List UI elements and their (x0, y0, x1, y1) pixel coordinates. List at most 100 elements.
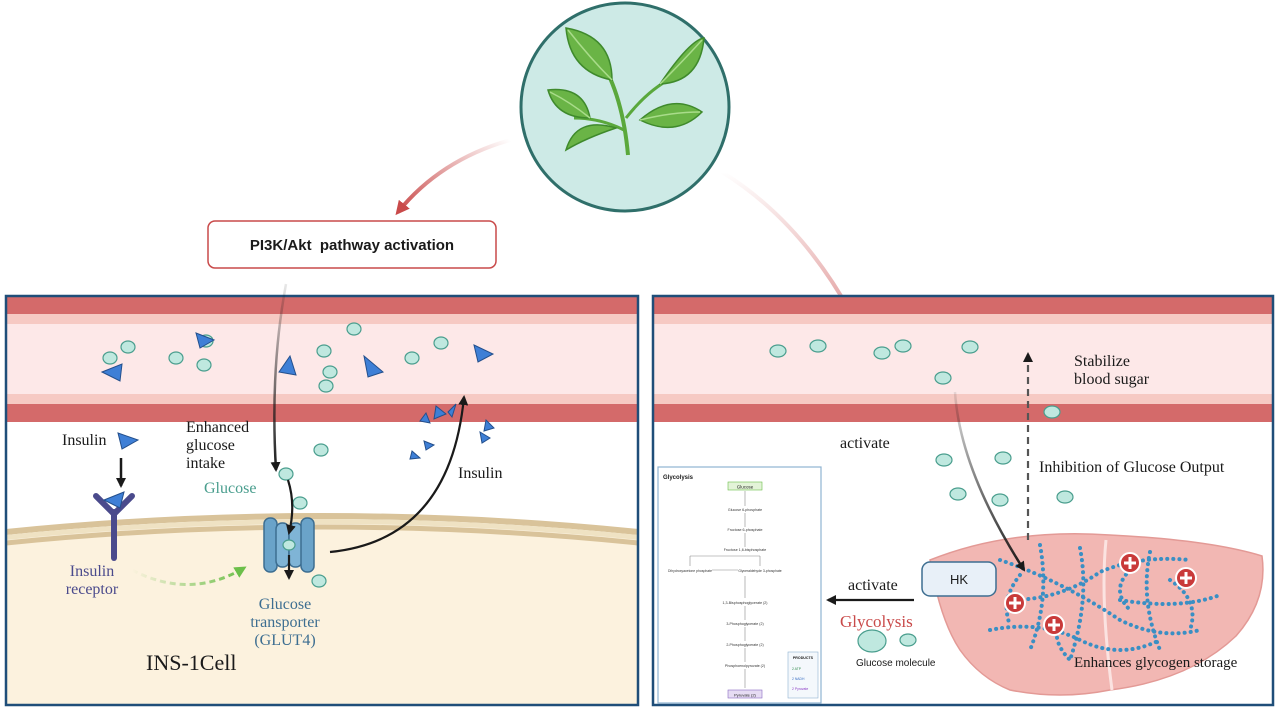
tea-leaf-badge (519, 1, 731, 213)
insulin-molecule (473, 344, 495, 363)
insulin-molecule (278, 354, 297, 376)
insulin-molecule (433, 405, 447, 420)
glucose-molecule (873, 346, 891, 360)
inset-title: Glycolysis (663, 475, 694, 481)
insulin-molecule (100, 363, 123, 382)
glucose-molecule (168, 351, 184, 365)
glucose-molecule (935, 453, 953, 467)
glucose-molecule (316, 344, 332, 358)
inset-end: Pyruvate (2) (734, 693, 756, 698)
pathway-box: PI3K/Akt pathway activation (207, 220, 497, 269)
glucose-label: Glucose (204, 480, 256, 497)
receptor-to-glut4-arrow (131, 566, 247, 586)
insulin-molecule (409, 450, 422, 460)
inset-split-left: Dihydroxyacetone phosphate (668, 569, 712, 573)
stabilize-label-line2: blood sugar (1074, 371, 1150, 388)
glucose-molecule (102, 351, 118, 365)
plus-icon (1175, 567, 1197, 589)
transporter-label-line2: transporter (250, 614, 320, 631)
glucose-molecule (311, 574, 327, 588)
glucose-molecule (120, 340, 136, 354)
glucose-molecule (292, 496, 308, 510)
hk-enzyme-box: HK (921, 561, 997, 597)
glucose-molecule (346, 322, 362, 336)
insulin-receptor-icon (93, 491, 135, 561)
glucose-molecule (949, 487, 967, 501)
transporter-label-line1: Glucose (259, 596, 311, 613)
inset-product-3: 2 Pyruvate (792, 687, 808, 691)
glucose-molecule (809, 339, 827, 353)
pathway-label: PI3K/Akt pathway activation (250, 237, 454, 254)
insulin-molecule (363, 354, 385, 378)
insulin-molecule (423, 440, 436, 451)
glucose-molecule (313, 443, 329, 457)
inhibition-label: Inhibition of Glucose Output (1039, 459, 1225, 476)
tea-leaf-icon (547, 27, 705, 156)
insulin-molecule (419, 411, 431, 424)
plus-icon (1043, 614, 1065, 636)
glucose-to-liver-arrow (953, 391, 1026, 572)
right-glucose-molecules (769, 339, 1074, 653)
glucose-molecule (322, 365, 338, 379)
plus-icon (1004, 592, 1026, 614)
pathway-to-glut4-arrow (270, 283, 288, 472)
inset-product-2: 2 NADH (792, 677, 805, 681)
inset-step-7: Phosphoenolpyruvate (2) (725, 664, 765, 668)
enhanced-intake-line2: glucose (186, 437, 235, 454)
inset-step-1: Glucose 6-phosphate (728, 508, 762, 512)
insulin-molecule (195, 332, 216, 349)
insulin-molecule (117, 432, 140, 450)
glycolysis-label: Glycolysis (840, 612, 913, 631)
glucose-molecule (934, 371, 952, 385)
left-panel-border (4, 294, 640, 707)
cell-label: INS-1Cell (146, 650, 236, 675)
hk-label: HK (950, 572, 968, 587)
activate-mid-label: activate (848, 577, 898, 594)
glucose-molecule-label: Glucose molecule (856, 658, 936, 669)
inset-step-5: 3-Phosphoglycerate (2) (726, 622, 763, 626)
glucose-molecule (318, 379, 334, 393)
glucose-molecule (1043, 405, 1061, 419)
insulin-molecule (479, 431, 491, 444)
insulin-molecules (100, 332, 495, 460)
insulin-label: Insulin (62, 432, 106, 449)
insulin-secretion-arrow (329, 395, 469, 554)
glucose-molecule (994, 451, 1012, 465)
glycogen-network (988, 543, 1222, 662)
glycogen-plus-markers (1004, 552, 1197, 636)
glucose-molecule (991, 493, 1009, 507)
inset-split-right: Glyceraldehyde 3-phosphate (738, 569, 781, 573)
enhanced-intake-line1: Enhanced (186, 419, 249, 436)
glycogen-label: Enhances glycogen storage (1074, 655, 1238, 671)
glucose-molecule (1056, 490, 1074, 504)
glucose-molecule (433, 336, 449, 350)
glucose-molecule (404, 351, 420, 365)
inset-step-6: 2-Phosphoglycerate (2) (726, 643, 763, 647)
transporter-label-line3: (GLUT4) (254, 632, 315, 649)
insulin-molecule (447, 403, 457, 419)
insulin-secreted-label: Insulin (458, 465, 502, 482)
inset-step-2: Fructose 6-phosphate (728, 528, 763, 532)
glucose-molecule (899, 633, 917, 647)
activate-top-label: activate (840, 435, 890, 452)
inset-step-3: Fructose 1,6-bisphosphate (724, 548, 767, 552)
glycolysis-inset: Glycolysis Glucose Glucose 6-phosphate F… (657, 466, 822, 704)
glucose-molecule (894, 339, 912, 353)
right-panel-border (651, 294, 1275, 707)
glucose-molecule (961, 340, 979, 354)
inset-products-title: PRODUCTS (793, 656, 814, 660)
glucose-molecule (278, 467, 294, 481)
glucose-molecule (769, 344, 787, 358)
inset-product-1: 2 ATP (792, 667, 802, 671)
plus-icon (1119, 552, 1141, 574)
enhanced-intake-line3: intake (186, 455, 225, 472)
pathway-arrow-left (395, 138, 511, 216)
receptor-label-line1: Insulin (70, 563, 114, 580)
inset-start: Glucose (737, 485, 754, 490)
glucose-molecule (857, 629, 887, 653)
inset-step-4: 1,3-Bisphosphoglycerate (2) (723, 601, 768, 605)
receptor-label-line2: receptor (66, 581, 119, 598)
glucose-entry-arrow (286, 479, 296, 535)
insulin-molecule (483, 418, 495, 432)
stabilize-label-line1: Stabilize (1074, 353, 1130, 370)
